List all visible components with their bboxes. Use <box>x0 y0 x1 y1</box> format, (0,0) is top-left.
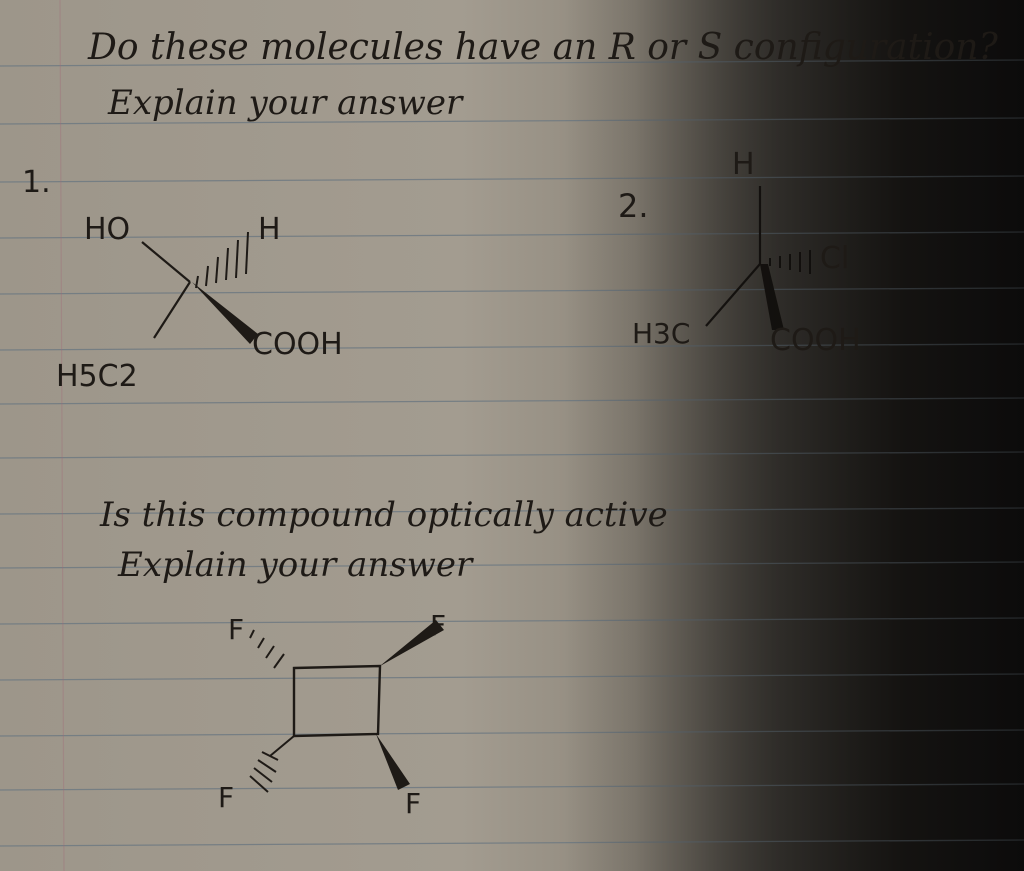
molecule-2-cooh-label: COOH <box>770 323 861 358</box>
molecule-1-cooh-label: COOH <box>252 327 343 362</box>
cyclobutane-f-bottom-right: F <box>405 787 422 820</box>
molecule-1-h-label: H <box>258 212 281 247</box>
cyclobutane-f-top-left: F <box>228 613 245 646</box>
molecule-2-h-label: H <box>732 147 755 182</box>
molecule-2-cl-label: Cl <box>820 241 850 276</box>
question-2-text: Is this compound optically active <box>100 495 668 535</box>
question-1-prompt: Explain your answer <box>108 83 463 123</box>
cyclobutane-f-bottom-left: F <box>218 781 235 814</box>
molecule-1-ethyl-label: H5C2 <box>56 359 138 394</box>
molecule-2-number: 2. <box>618 187 649 225</box>
question-1-text: Do these molecules have an R or S config… <box>88 27 998 68</box>
molecule-1-ho-label: HO <box>84 212 131 247</box>
question-2-prompt: Explain your answer <box>118 545 473 585</box>
molecule-2-methyl-label: H3C <box>632 317 691 350</box>
molecule-1-number: 1. <box>22 165 51 200</box>
cyclobutane-f-top-right: F <box>430 609 447 642</box>
